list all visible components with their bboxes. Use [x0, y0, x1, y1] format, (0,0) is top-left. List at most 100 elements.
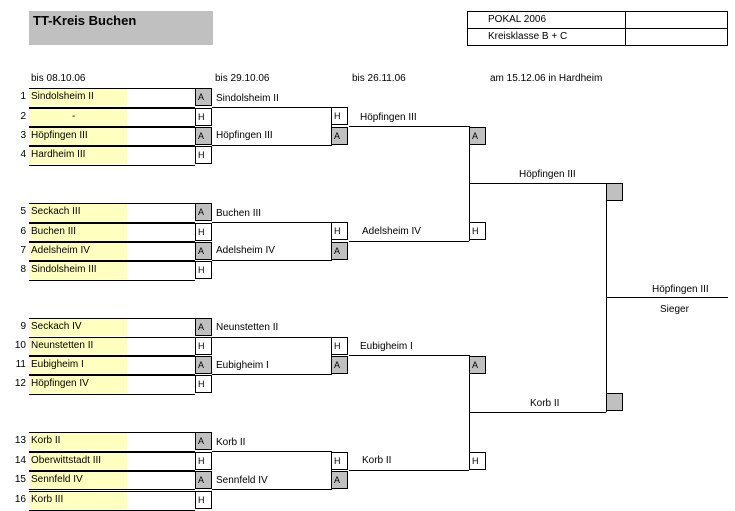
round2-team: Sennfeld IV	[216, 475, 268, 486]
round3-team: Adelsheim IV	[362, 226, 421, 237]
semi-line	[469, 183, 606, 184]
team-name: Sennfeld IV	[31, 474, 83, 485]
team-name: Seckach IV	[31, 321, 82, 332]
round2-connector	[331, 451, 332, 489]
team-name: Höpfingen IV	[31, 378, 89, 389]
semi-box	[606, 393, 623, 411]
team-highlight	[29, 223, 127, 241]
round2-connector	[331, 337, 332, 374]
team-name: Korb III	[31, 494, 64, 505]
team-name: Sindolsheim II	[31, 91, 94, 102]
row-line	[29, 452, 195, 453]
slot-box: H	[195, 261, 212, 279]
round3-line	[349, 470, 469, 471]
round3-team: Eubigheim I	[360, 341, 413, 352]
team-name: Adelsheim IV	[31, 245, 90, 256]
seed-number: 6	[20, 226, 26, 237]
slot-box: H	[331, 452, 348, 470]
slot-box: H	[331, 107, 348, 125]
slot-box: A	[195, 356, 212, 374]
team-highlight	[29, 242, 127, 260]
row-line	[29, 318, 195, 319]
slot-box: H	[195, 108, 212, 126]
round2-team: Adelsheim IV	[216, 245, 275, 256]
slot-box: A	[331, 356, 348, 374]
round2-line	[212, 374, 332, 375]
round2-date: bis 29.10.06	[215, 73, 270, 84]
round2-team: Eubigheim I	[216, 360, 269, 371]
team-name: Eubigheim I	[31, 359, 84, 370]
slot-box: H	[195, 337, 212, 355]
seed-number: 9	[20, 321, 26, 332]
seed-number: 12	[14, 378, 26, 389]
slot-box: H	[195, 491, 212, 509]
team-highlight	[29, 108, 127, 126]
pair-separator	[29, 355, 195, 357]
seed-number: 5	[20, 206, 26, 217]
round2-line	[212, 107, 332, 108]
slot-box: H	[469, 452, 486, 470]
row-line	[29, 491, 195, 492]
final-date: am 15.12.06 in Hardheim	[490, 73, 603, 84]
row-line	[29, 337, 195, 338]
team-highlight	[29, 491, 127, 509]
title-box: TT-Kreis Buchen	[29, 11, 213, 45]
seed-number: 3	[20, 130, 26, 141]
seed-number: 7	[20, 245, 26, 256]
team-highlight	[29, 88, 127, 106]
page-title: TT-Kreis Buchen	[33, 13, 137, 28]
round2-line	[212, 260, 332, 261]
slot-box: H	[195, 223, 212, 241]
round3-line	[349, 126, 469, 127]
team-highlight	[29, 146, 127, 164]
team-highlight	[29, 356, 127, 374]
team-highlight	[29, 375, 127, 393]
competition-label: POKAL 2006	[468, 12, 626, 28]
pair-separator	[29, 126, 195, 128]
row-line	[29, 203, 195, 204]
row-line	[29, 261, 195, 262]
round3-line	[349, 241, 469, 242]
seed-number: 15	[14, 474, 26, 485]
winner-name: Höpfingen III	[652, 284, 709, 295]
team-highlight	[29, 261, 127, 279]
slot-box: H	[331, 337, 348, 355]
semi-box	[606, 183, 623, 201]
info-row-competition: POKAL 2006	[468, 12, 727, 29]
seed-number: 8	[20, 264, 26, 275]
row-line	[29, 374, 195, 375]
team-name: Hardheim III	[31, 149, 86, 160]
semi-team: Korb II	[530, 398, 560, 409]
slot-box: H	[195, 375, 212, 393]
team-name: Oberwittstadt III	[31, 455, 102, 466]
row-line	[29, 280, 195, 281]
round2-line	[212, 145, 332, 146]
team-name: Buchen III	[31, 226, 77, 237]
semi-line	[469, 412, 606, 413]
round3-date: bis 26.11.06	[352, 73, 406, 84]
row-line	[29, 223, 195, 224]
row-line	[29, 107, 195, 108]
winner-label: Sieger	[660, 304, 689, 315]
row-line	[29, 88, 195, 89]
slot-box: A	[195, 127, 212, 145]
round2-team: Sindolsheim II	[216, 93, 279, 104]
seed-number: 1	[20, 91, 26, 102]
slot-box: H	[469, 222, 486, 240]
seed-number: 2	[20, 111, 26, 122]
seed-number: 11	[15, 359, 26, 370]
round2-team: Höpfingen III	[216, 130, 273, 141]
seed-number: 16	[14, 494, 26, 505]
row-line	[29, 260, 195, 261]
slot-box: H	[331, 222, 348, 240]
row-line	[29, 146, 195, 147]
slot-box: A	[195, 203, 212, 221]
row-line	[29, 145, 195, 146]
slot-box: A	[469, 127, 486, 145]
round2-line	[212, 222, 332, 223]
slot-box: A	[195, 88, 212, 106]
slot-box: A	[469, 356, 486, 374]
round2-connector	[331, 222, 332, 260]
final-line	[606, 297, 728, 298]
team-highlight	[29, 432, 127, 450]
